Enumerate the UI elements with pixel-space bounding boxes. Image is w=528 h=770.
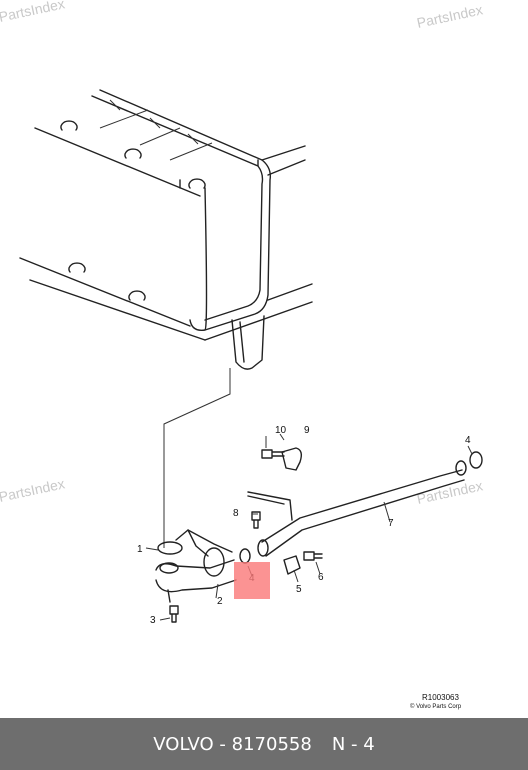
callout-3: 3: [150, 615, 156, 626]
part-6-bolt: [303, 551, 323, 561]
callout-7: 7: [388, 518, 394, 529]
footer-separator: -: [219, 733, 226, 755]
part-9-clamp: [281, 447, 303, 471]
callout-5: 5: [296, 584, 302, 595]
part-7-pipe: [247, 460, 467, 557]
part-2-pipe: [155, 529, 237, 603]
callout-8: 8: [233, 508, 239, 519]
watermark-top-right: PartsIndex: [415, 1, 484, 31]
engine-block-drawing: [19, 89, 313, 370]
footer-brand: VOLVO: [153, 733, 214, 755]
footer-bar: VOLVO - 8170558 N - 4: [0, 718, 528, 770]
part-10-bolt: [261, 449, 285, 459]
callout-leaders: [145, 433, 473, 621]
part-3-bolt: [169, 605, 179, 623]
callout-2: 2: [217, 596, 223, 607]
watermark-mid-left: PartsIndex: [0, 475, 66, 505]
reference-copyright: © Volvo Parts Corp: [410, 703, 462, 710]
part-4-seal-right: [469, 451, 483, 469]
footer-part-number: 8170558: [231, 733, 312, 755]
highlighted-part-marker[interactable]: [234, 562, 270, 599]
part-5-clip: [283, 555, 301, 575]
part-4-seal-left: [239, 548, 251, 564]
callout-6: 6: [318, 572, 324, 583]
callout-10: 10: [275, 425, 287, 436]
reference-code: R1003063: [422, 693, 459, 702]
leader-line: [163, 368, 231, 548]
watermark-top-left: PartsIndex: [0, 0, 66, 25]
exploded-parts-diagram: PartsIndex PartsIndex PartsIndex PartsIn…: [0, 0, 484, 710]
footer-section: N - 4: [331, 733, 375, 755]
callout-9: 9: [304, 425, 310, 436]
callout-1: 1: [137, 544, 143, 555]
part-8-bolt: [251, 511, 261, 529]
callout-4-right: 4: [465, 435, 471, 446]
